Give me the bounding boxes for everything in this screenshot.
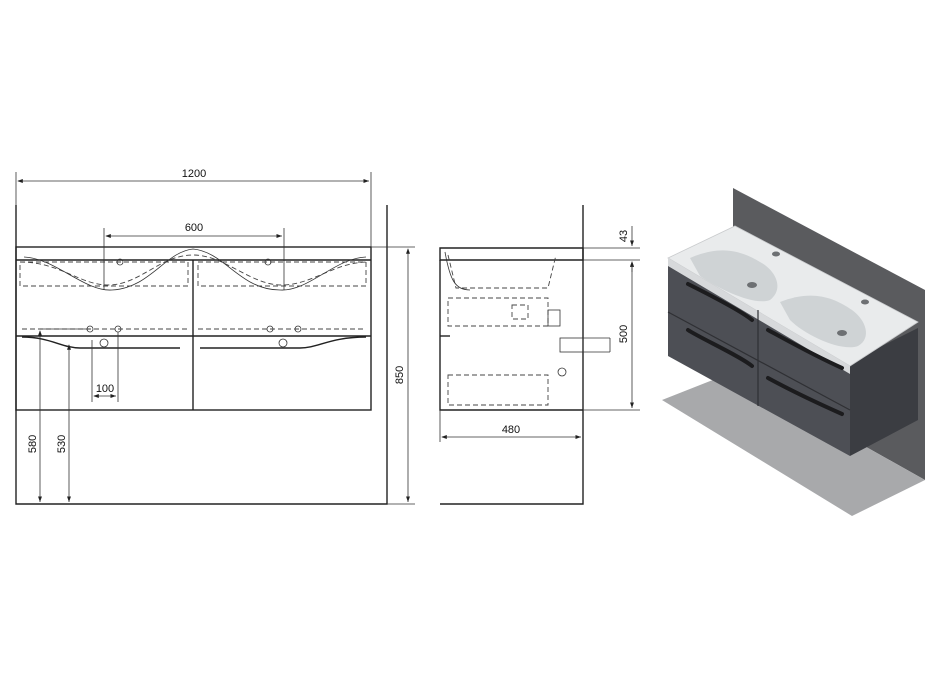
tap-hole-left — [116, 258, 124, 266]
dim-height-530: 530 — [56, 435, 68, 453]
basin-hidden-line — [19, 254, 369, 286]
dim-total-height: 850 — [394, 366, 406, 384]
siphon-trap — [547, 309, 561, 327]
drain-right — [278, 338, 288, 348]
dim-overall-width: 1200 — [182, 168, 206, 180]
render-floor — [662, 372, 925, 516]
wall-section — [440, 205, 584, 505]
dim-depth: 480 — [502, 424, 520, 436]
product-render — [662, 188, 925, 516]
dim-height-580: 580 — [27, 435, 39, 453]
drain-left — [99, 338, 109, 348]
render-cabinet-front — [668, 262, 850, 456]
front-view: 1200 600 100 580 530 850 — [15, 168, 415, 505]
handle-top-left — [686, 282, 754, 322]
dim-top-thickness: 43 — [618, 230, 630, 242]
tap-hole-right — [264, 258, 272, 266]
side-view: 480 43 500 — [439, 205, 640, 505]
dim-basin-spacing: 600 — [185, 222, 203, 234]
wall-outline — [15, 205, 388, 505]
dim-siphon-offset: 100 — [96, 383, 114, 395]
worktop-section — [439, 247, 584, 261]
dim-cabinet-height: 500 — [618, 325, 630, 343]
